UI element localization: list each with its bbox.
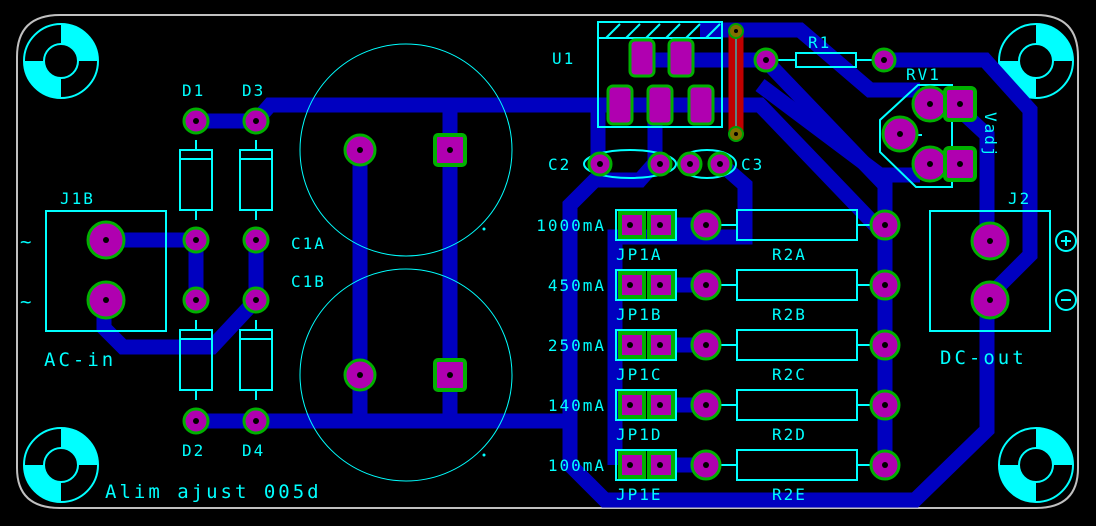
resistor-outline bbox=[736, 449, 858, 481]
c2-outline bbox=[583, 149, 677, 179]
j2-outline bbox=[929, 210, 1051, 332]
jumper-outline bbox=[615, 329, 677, 361]
c1a-outline bbox=[299, 43, 513, 257]
jumper-pad bbox=[618, 271, 646, 299]
rv1-ref: RV1 bbox=[906, 65, 941, 84]
u1-ref: U1 bbox=[552, 49, 575, 68]
mounting-hole-icon bbox=[998, 23, 1074, 99]
diode-d1 bbox=[179, 140, 213, 220]
jumper-current-label: 250mA bbox=[548, 336, 606, 355]
jumper-pad bbox=[647, 271, 675, 299]
pads bbox=[86, 23, 1010, 435]
resistor-outline bbox=[736, 269, 858, 301]
jumper-pad bbox=[647, 451, 675, 479]
jumper-row: 140mA JP1D R2D bbox=[548, 389, 901, 444]
d4-ref: D4 bbox=[242, 441, 265, 460]
j2-ref: J2 bbox=[1008, 189, 1031, 208]
jumper-ref: JP1E bbox=[616, 485, 663, 504]
c1b-polarity-dot bbox=[482, 453, 486, 457]
minus-icon bbox=[1055, 289, 1077, 311]
d3-ref: D3 bbox=[242, 81, 265, 100]
resistor-outline bbox=[736, 389, 858, 421]
jumper-row: 1000mA JP1A R2A bbox=[536, 209, 901, 264]
jumper-array: 1000mA JP1A R2A 450mA JP1B R2B 250mA JP1C R2C 140… bbox=[536, 209, 901, 504]
resistor-ref: R2D bbox=[772, 425, 807, 444]
jumper-row: 450mA JP1B R2B bbox=[548, 269, 901, 324]
board-outline bbox=[16, 14, 1079, 509]
jumper-current-label: 140mA bbox=[548, 396, 606, 415]
diode-d2 bbox=[179, 320, 213, 400]
c1b-ref: C1B bbox=[291, 272, 326, 291]
resistor-ref: R2B bbox=[772, 305, 807, 324]
d1-ref: D1 bbox=[182, 81, 205, 100]
r1-ref: R1 bbox=[808, 33, 831, 52]
resistor-ref: R2C bbox=[772, 365, 807, 384]
j2-label: DC-out bbox=[940, 347, 1027, 369]
mounting-hole-icon bbox=[23, 427, 99, 503]
j1b-label: AC-in bbox=[44, 349, 116, 371]
jumper-outline bbox=[615, 209, 677, 241]
u1-outline bbox=[597, 21, 723, 128]
j1b-ref: J1B bbox=[60, 189, 95, 208]
mounting-hole-icon bbox=[998, 427, 1074, 503]
c3-ref: C3 bbox=[741, 155, 764, 174]
jumper-ref: JP1A bbox=[616, 245, 663, 264]
jumper-outline bbox=[615, 389, 677, 421]
jumper-ref: JP1C bbox=[616, 365, 663, 384]
jumper-current-label: 100mA bbox=[548, 456, 606, 475]
jumper-outline bbox=[615, 449, 677, 481]
ac-symbol-icon: ~ bbox=[20, 291, 34, 313]
diode-d3 bbox=[239, 140, 273, 220]
jumper-ref: JP1D bbox=[616, 425, 663, 444]
jumper-ref: JP1B bbox=[616, 305, 663, 324]
diode-d4 bbox=[239, 320, 273, 400]
c1a-ref: C1A bbox=[291, 234, 326, 253]
j1b-outline bbox=[45, 210, 167, 332]
jumper-current-label: 450mA bbox=[548, 276, 606, 295]
resistor-ref: R2A bbox=[772, 245, 807, 264]
c1a-polarity-dot bbox=[482, 227, 486, 231]
c2-ref: C2 bbox=[548, 155, 571, 174]
c1b-outline bbox=[299, 268, 513, 482]
jumper-row: 250mA JP1C R2C bbox=[548, 329, 901, 384]
jumper-outline bbox=[615, 269, 677, 301]
jumper-row: 100mA JP1E R2E bbox=[548, 449, 901, 504]
board-title: Alim ajust 005d bbox=[105, 481, 322, 503]
rv1-outline bbox=[879, 84, 953, 188]
mounting-hole-icon bbox=[23, 23, 99, 99]
rv1-label: Vadj bbox=[981, 112, 1000, 159]
ac-symbol-icon: ~ bbox=[20, 231, 34, 253]
resistor-outline bbox=[736, 329, 858, 361]
resistor-ref: R2E bbox=[772, 485, 807, 504]
d2-ref: D2 bbox=[182, 441, 205, 460]
resistor-outline bbox=[736, 209, 858, 241]
copper-traces bbox=[96, 22, 1038, 508]
jumper-current-label: 1000mA bbox=[536, 216, 606, 235]
plus-icon bbox=[1055, 230, 1077, 252]
